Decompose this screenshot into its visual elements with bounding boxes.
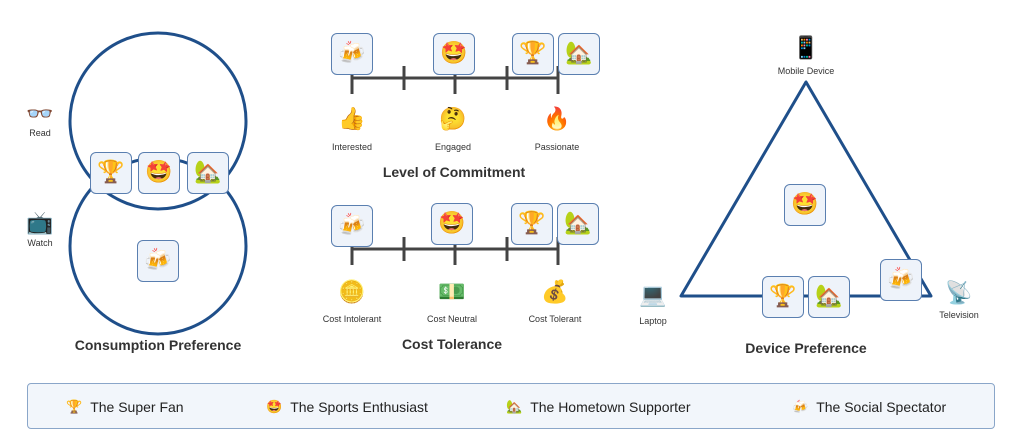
commitment-enthusiast-box: 🤩 (433, 33, 475, 75)
cost-tolerant-label: Cost Tolerant (528, 314, 582, 324)
cost-intolerant-label: Cost Intolerant (322, 314, 382, 324)
consumption-super-fan-box: 🏆 (90, 152, 132, 194)
legend-item-enthusiast: 🤩 The Sports Enthusiast (266, 384, 428, 430)
laptop-icon: 💻 (639, 283, 667, 308)
thumbs-up-icon: 👍 (338, 107, 366, 132)
mobile-device-label: Mobile Device (777, 66, 835, 76)
commitment-super-fan-box: 🏆 (512, 33, 554, 75)
device-hometown-box: 🏡 (808, 276, 850, 318)
mobile-phone-icon: 📱 (792, 36, 820, 61)
legend-label: The Super Fan (90, 399, 184, 415)
legend-label: The Hometown Supporter (530, 399, 691, 415)
watch-label: Watch (27, 238, 53, 248)
thinking-face-icon: 🤔 (439, 107, 467, 132)
read-circle (68, 31, 248, 211)
glasses-icon: 👓 (26, 102, 54, 127)
consumption-hometown-box: 🏡 (187, 152, 229, 194)
star-struck-icon: 🤩 (266, 399, 283, 415)
cost-hometown-box: 🏡 (557, 203, 599, 245)
consumption-social-box: 🍻 (137, 240, 179, 282)
read-label: Read (29, 128, 51, 138)
cost-enthusiast-box: 🤩 (431, 203, 473, 245)
clinking-mugs-icon: 🍻 (792, 399, 809, 415)
device-enthusiast-box: 🤩 (784, 184, 826, 226)
fire-icon: 🔥 (543, 107, 571, 132)
device-triangle (679, 80, 933, 298)
commitment-hometown-box: 🏡 (558, 33, 600, 75)
television-label: Television (939, 310, 979, 320)
legend: 🏆 The Super Fan 🤩 The Sports Enthusiast … (27, 383, 995, 429)
cost-neutral-label: Cost Neutral (426, 314, 478, 324)
engaged-label: Engaged (434, 142, 472, 152)
device-super-fan-box: 🏆 (762, 276, 804, 318)
cost-super-fan-box: 🏆 (511, 203, 553, 245)
legend-label: The Sports Enthusiast (290, 399, 428, 415)
money-bag-icon: 💰 (541, 280, 569, 305)
cost-title: Cost Tolerance (401, 336, 503, 352)
consumption-title: Consumption Preference (74, 337, 242, 353)
laptop-label: Laptop (639, 316, 667, 326)
commitment-scale (350, 66, 560, 94)
device-social-box: 🍻 (880, 259, 922, 301)
house-icon: 🏡 (506, 399, 523, 415)
passionate-label: Passionate (534, 142, 580, 152)
consumption-enthusiast-box: 🤩 (138, 152, 180, 194)
legend-item-super-fan: 🏆 The Super Fan (66, 384, 184, 430)
satellite-dish-icon: 📡 (945, 281, 973, 306)
commitment-social-box: 🍻 (331, 33, 373, 75)
coin-icon: 🪙 (338, 280, 366, 305)
interested-label: Interested (331, 142, 373, 152)
trophy-icon: 🏆 (66, 399, 83, 415)
television-icon: 📺 (26, 211, 54, 236)
dollar-bill-icon: 💵 (438, 280, 466, 305)
device-title: Device Preference (745, 340, 867, 356)
commitment-title: Level of Commitment (382, 164, 526, 180)
legend-item-hometown: 🏡 The Hometown Supporter (506, 384, 691, 430)
legend-label: The Social Spectator (816, 399, 947, 415)
cost-social-box: 🍻 (331, 205, 373, 247)
legend-item-social: 🍻 The Social Spectator (792, 384, 946, 430)
